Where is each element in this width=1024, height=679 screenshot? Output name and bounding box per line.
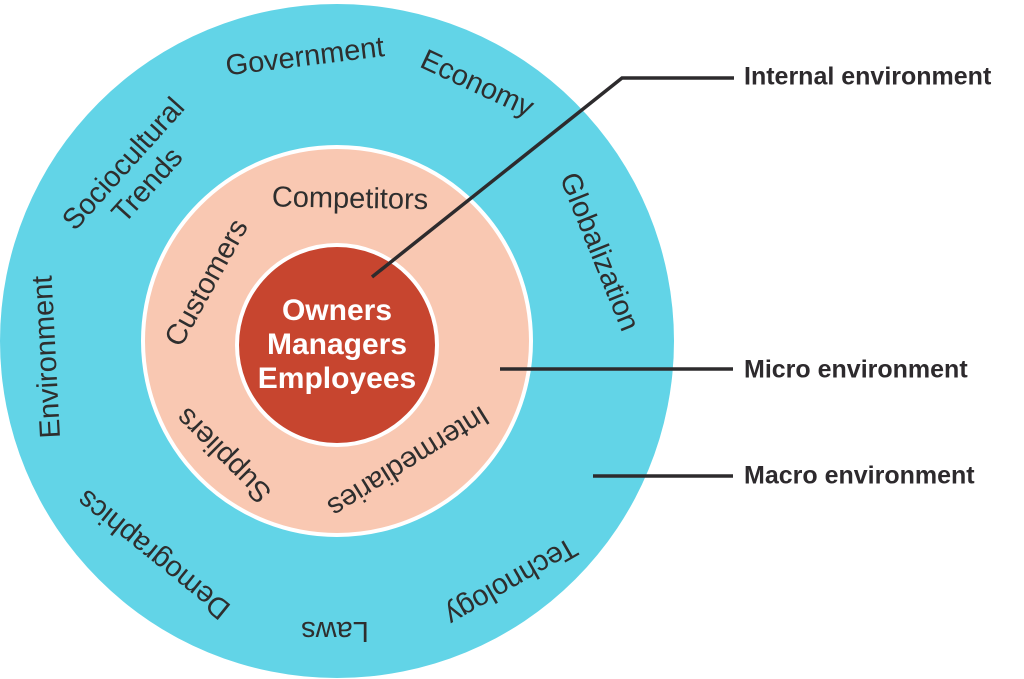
micro-label-competitors: Competitors bbox=[271, 181, 429, 217]
internal-circle-text: Owners Managers Employees bbox=[258, 294, 416, 396]
legend-internal-environment: Internal environment bbox=[744, 62, 992, 91]
center-line-owners: Owners bbox=[281, 294, 393, 327]
legend-macro-environment: Macro environment bbox=[744, 461, 975, 490]
legend-micro-environment: Micro environment bbox=[744, 355, 968, 384]
macro-label-laws: Laws bbox=[301, 615, 369, 648]
center-line-employees: Employees bbox=[257, 362, 417, 395]
center-line-managers: Managers bbox=[266, 328, 408, 361]
